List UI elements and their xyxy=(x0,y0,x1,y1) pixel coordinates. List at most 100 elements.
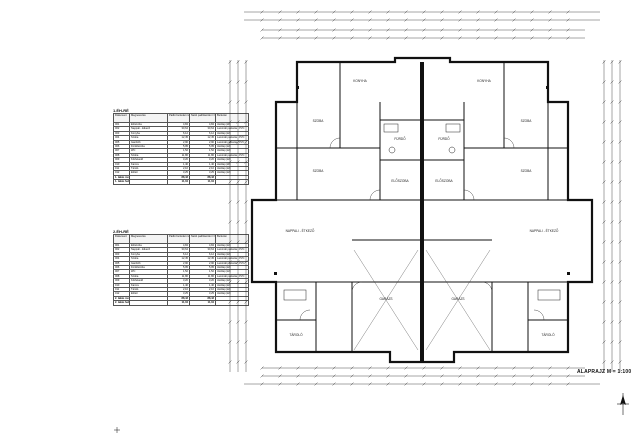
dimension-tick xyxy=(610,100,614,104)
dimension-tick xyxy=(494,374,498,378)
dimension-tick xyxy=(440,366,444,370)
dimension-tick xyxy=(386,36,390,40)
dimension-tick xyxy=(602,320,606,324)
dimension-tick xyxy=(236,200,240,204)
dimension-tick xyxy=(618,60,622,64)
dimension-tick xyxy=(602,220,606,224)
dimension-tick xyxy=(278,18,282,22)
dimension-tick xyxy=(512,366,516,370)
dimension-tick xyxy=(236,120,240,124)
north-arrow-icon xyxy=(617,393,629,415)
dimension-tick xyxy=(512,28,516,32)
column-header: Megnevezés xyxy=(129,234,168,244)
table-cell: 1. lakás összes xyxy=(113,174,130,181)
dimension-tick xyxy=(610,80,614,84)
dimension-tick xyxy=(548,366,552,370)
dimension-tick xyxy=(512,36,516,40)
table-cell: 2. lakás összes xyxy=(113,295,130,302)
dimension-tick xyxy=(236,100,240,104)
dimension-tick xyxy=(404,36,408,40)
dimension-tick xyxy=(618,180,622,184)
dimension-tick xyxy=(610,240,614,244)
table-cell xyxy=(129,179,168,185)
dimension-tick xyxy=(476,374,480,378)
dimension-tick xyxy=(368,382,372,386)
dimension-tick xyxy=(602,340,606,344)
dimension-tick xyxy=(244,320,248,324)
dimension-tick xyxy=(228,100,232,104)
dimension-tick xyxy=(618,120,622,124)
dimension-tick xyxy=(548,374,552,378)
room-label: SZOBA xyxy=(521,169,533,173)
dimension-tick xyxy=(332,28,336,32)
dimension-tick xyxy=(610,200,614,204)
room-label: ELŐSZOBA xyxy=(391,178,409,183)
dimension-tick xyxy=(386,18,390,22)
dimension-tick xyxy=(618,320,622,324)
dimension-tick xyxy=(618,160,622,164)
dimension-tick xyxy=(350,10,354,14)
dimension-tick xyxy=(236,160,240,164)
dimension-tick xyxy=(494,18,498,22)
table-cell xyxy=(215,300,249,306)
dimension-tick xyxy=(566,36,570,40)
room-label: NAPPALI - ÉTKEZŐ xyxy=(286,228,315,233)
dimension-tick xyxy=(332,36,336,40)
dimension-tick xyxy=(440,374,444,378)
dimension-tick xyxy=(386,10,390,14)
dimension-tick xyxy=(260,382,264,386)
table-cell: Laminált parketta - PVC xyxy=(215,152,249,159)
dimension-tick xyxy=(566,382,570,386)
crop-mark-icon xyxy=(114,427,120,433)
dimension-tick xyxy=(494,28,498,32)
dimension-tick xyxy=(476,382,480,386)
dimension-tick xyxy=(602,100,606,104)
dimension-tick xyxy=(278,10,282,14)
dimension-tick xyxy=(458,10,462,14)
dimension-tick xyxy=(618,80,622,84)
dimension-tick xyxy=(228,220,232,224)
dimension-tick xyxy=(228,140,232,144)
dimension-tick xyxy=(494,10,498,14)
dimension-tick xyxy=(476,18,480,22)
dimension-tick xyxy=(440,10,444,14)
dimension-tick xyxy=(332,374,336,378)
room-label: KONYHA xyxy=(477,79,491,83)
dimension-tick xyxy=(566,28,570,32)
dimension-tick xyxy=(602,60,606,64)
dimension-tick xyxy=(610,220,614,224)
dimension-tick xyxy=(494,366,498,370)
dimension-tick xyxy=(422,28,426,32)
dimension-tick xyxy=(314,36,318,40)
dimension-tick xyxy=(458,36,462,40)
dimension-tick xyxy=(236,340,240,344)
room-label: NAPPALI - ÉTKEZŐ xyxy=(530,228,559,233)
dimension-tick xyxy=(530,18,534,22)
dimension-tick xyxy=(228,120,232,124)
dimension-tick xyxy=(618,360,622,364)
table-cell: 1. lakás fedett teraszok xyxy=(113,179,130,185)
room-label: GARÁZS xyxy=(451,297,464,301)
dimension-tick xyxy=(236,140,240,144)
dimension-lines xyxy=(228,10,622,386)
dimension-tick xyxy=(476,28,480,32)
table-cell: Laminált parketta - PVC xyxy=(215,273,249,280)
dimension-tick xyxy=(260,374,264,378)
dimension-tick xyxy=(618,200,622,204)
dimension-tick xyxy=(440,18,444,22)
dimension-tick xyxy=(458,18,462,22)
party-wall xyxy=(420,62,424,362)
dimension-tick xyxy=(228,60,232,64)
dimension-tick xyxy=(610,360,614,364)
dimension-tick xyxy=(244,100,248,104)
dimension-tick xyxy=(296,36,300,40)
dimension-tick xyxy=(236,320,240,324)
table-cell: 2. lakás fedett teraszok xyxy=(113,300,130,306)
dimension-tick xyxy=(602,160,606,164)
